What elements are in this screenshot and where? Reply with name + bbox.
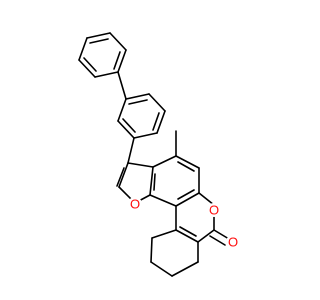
bond	[125, 93, 150, 100]
bond	[122, 118, 136, 133]
bond	[148, 93, 166, 112]
bond	[152, 112, 160, 131]
bond	[209, 235, 226, 246]
bond	[198, 192, 215, 206]
bond	[213, 229, 230, 240]
bond	[113, 51, 121, 70]
carbonyl-oxygen-label: O	[228, 235, 238, 250]
bond	[156, 110, 166, 134]
bond	[175, 155, 200, 169]
bond	[117, 98, 127, 122]
pyranone-ring-oxygen-atom: O	[207, 203, 221, 218]
molecule-structure: O O O	[0, 0, 300, 300]
furan-oxygen-atom: O	[128, 197, 142, 212]
bond	[127, 162, 154, 168]
molecule-canvas: O O O	[0, 0, 300, 300]
bond	[117, 71, 127, 100]
background	[0, 0, 300, 300]
bond	[177, 189, 195, 200]
bond	[171, 261, 199, 277]
bond	[149, 194, 177, 207]
carbonyl-oxygen-atom: O	[226, 235, 240, 250]
bond	[78, 37, 88, 61]
bond	[118, 162, 129, 188]
bond	[127, 137, 135, 164]
atom-labels-layer: O O O	[128, 197, 240, 250]
bond	[89, 38, 109, 44]
bond	[197, 229, 215, 243]
bond	[150, 237, 153, 263]
pyranone-ring-oxygen-label: O	[209, 203, 219, 218]
bond	[117, 49, 127, 73]
bond	[175, 229, 199, 243]
bond	[179, 226, 197, 237]
bond	[149, 166, 154, 196]
bond	[150, 261, 173, 277]
bond	[151, 229, 177, 239]
bond	[175, 192, 200, 207]
bond	[116, 167, 125, 187]
bond	[109, 32, 127, 51]
bond	[78, 59, 96, 78]
bond	[177, 161, 195, 172]
bond	[128, 99, 148, 105]
bond	[133, 132, 158, 139]
bond	[83, 57, 97, 72]
bond	[94, 71, 119, 78]
bond	[117, 120, 135, 139]
bond	[153, 173, 156, 191]
furan-oxygen-label: O	[130, 197, 140, 212]
bond	[86, 32, 111, 39]
bond	[152, 155, 177, 168]
